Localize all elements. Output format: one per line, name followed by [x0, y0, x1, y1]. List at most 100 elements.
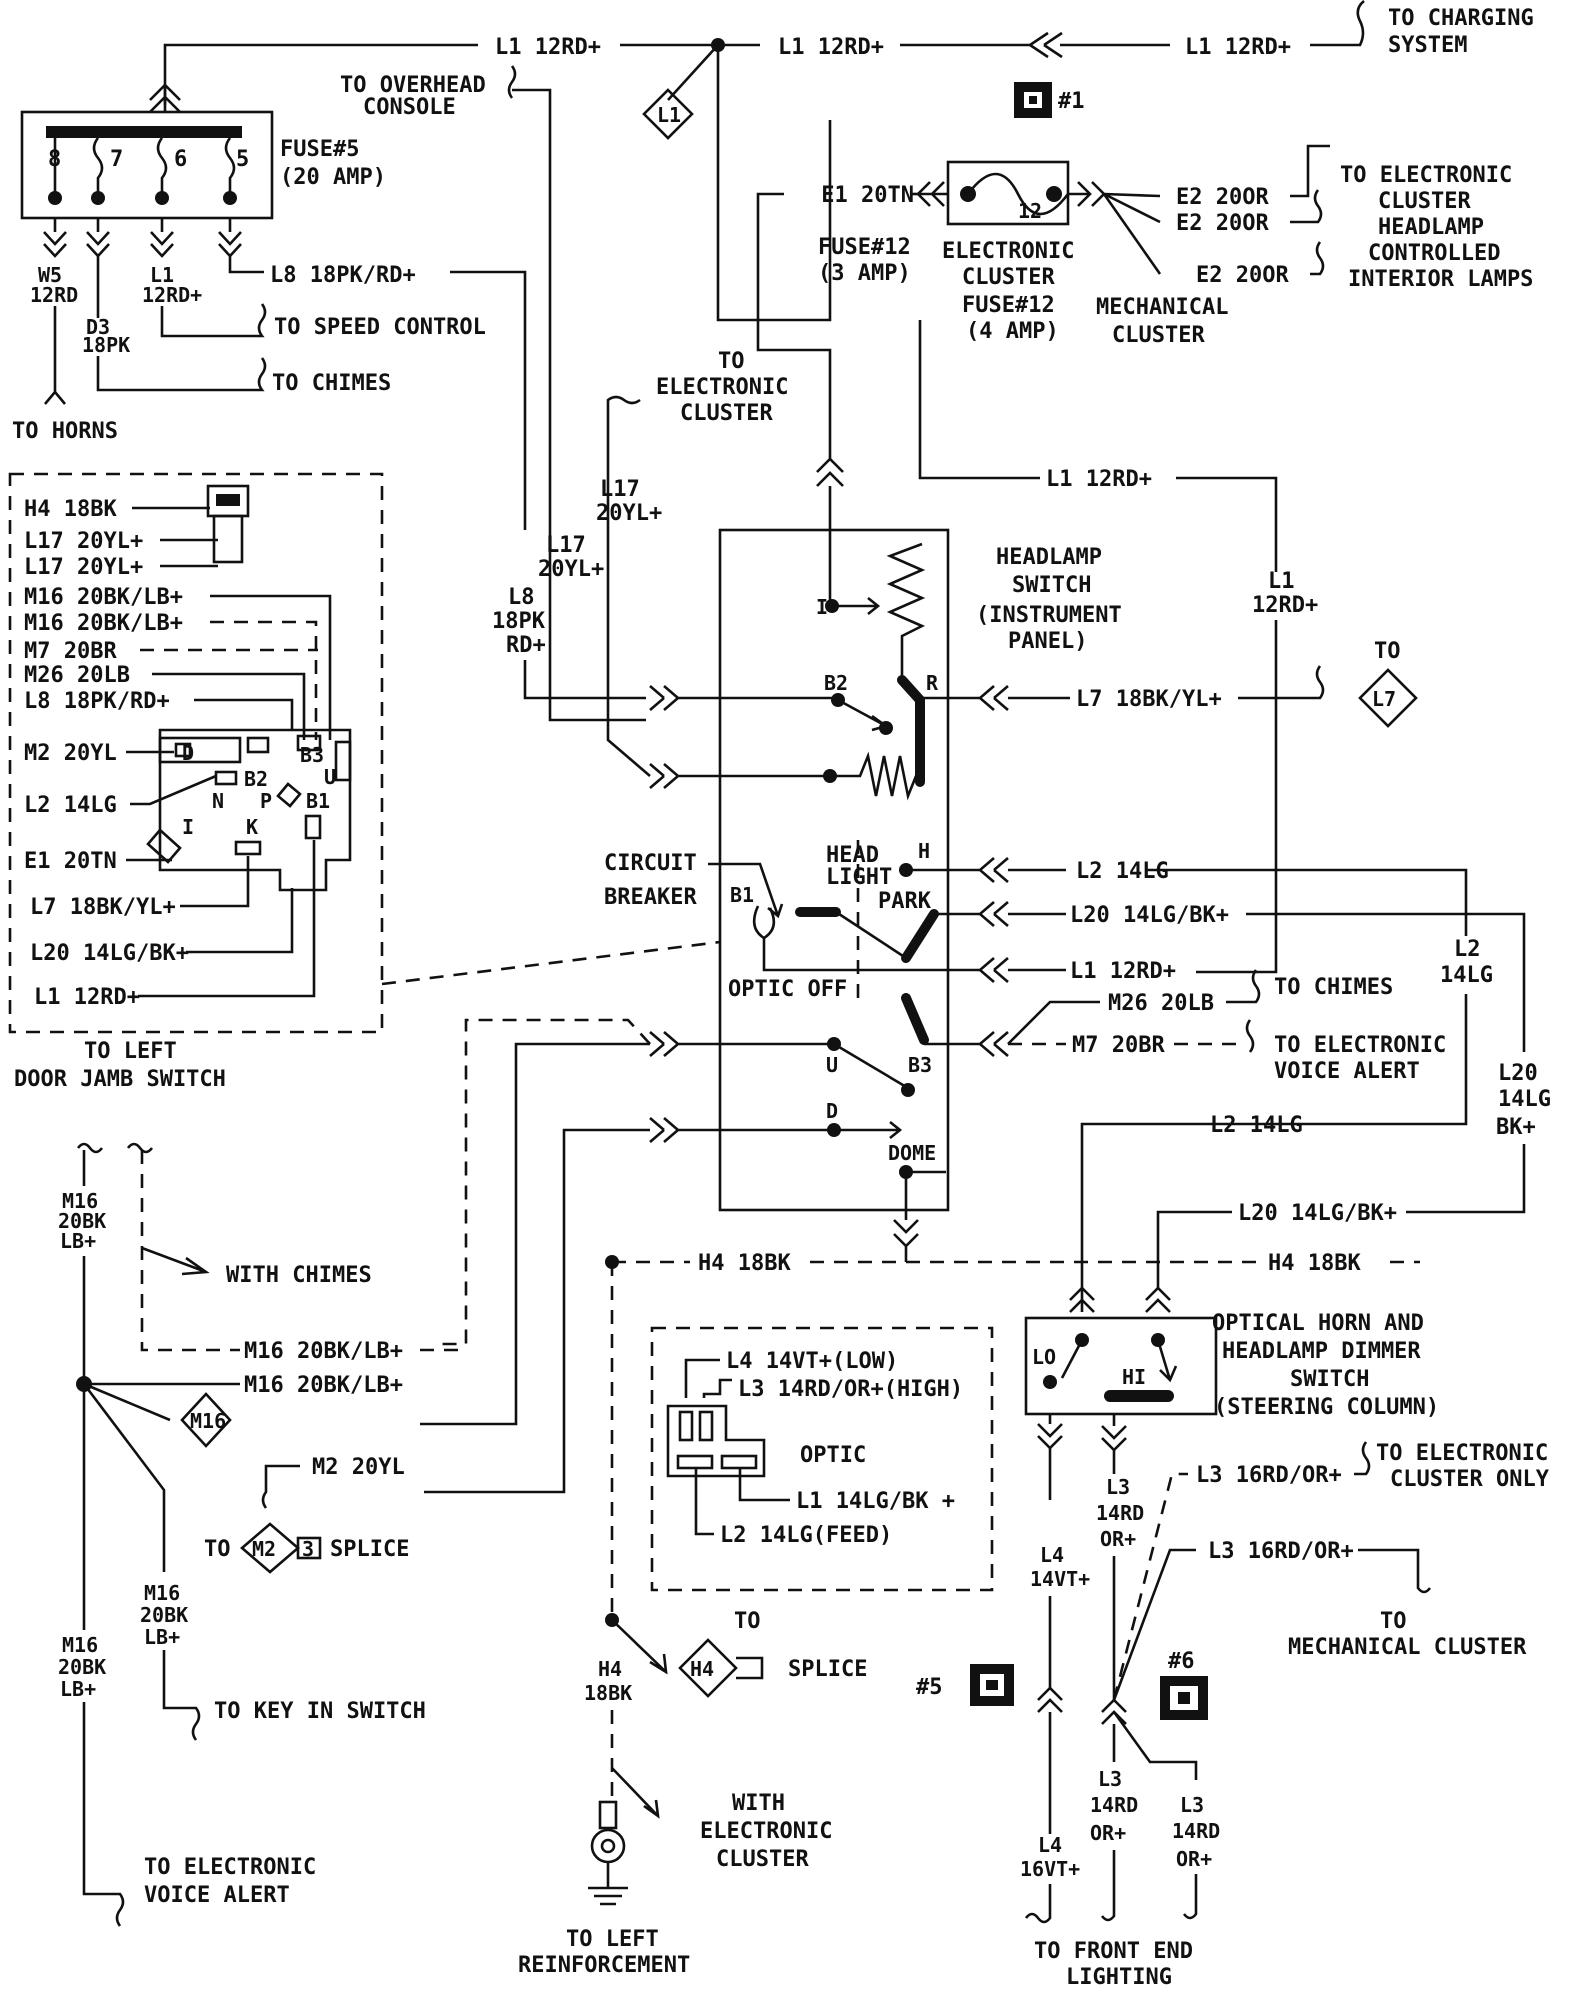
m16-diamond-label: M16	[190, 1409, 226, 1433]
l20-v-label-1: L20	[1498, 1061, 1538, 1086]
l8-fuse-label: L8 18PK/RD+	[270, 263, 416, 288]
fuse-5-outputs: W5 12RD TO HORNS D3 18PK TO CHIMES L1 12…	[12, 218, 527, 530]
to-ec-only-label-2: CLUSTER ONLY	[1390, 1467, 1550, 1492]
to-eva-label-2: VOICE ALERT	[1274, 1059, 1420, 1084]
m7-label: M7 20BR	[1072, 1033, 1165, 1058]
l2-v-label-1: L2	[1454, 937, 1481, 962]
to-ec-only-label-1: TO ELECTRONIC	[1376, 1441, 1548, 1466]
m16-h1-label: M16 20BK/LB+	[244, 1339, 403, 1364]
l1-diamond-label: L1	[657, 103, 681, 127]
e2-label-3: E2 20OR	[1196, 263, 1289, 288]
conn-e1-label: E1 20TN	[24, 849, 117, 874]
ohd-label-1: OPTICAL HORN AND	[1212, 1311, 1424, 1336]
fuse5-cavity-5: 5	[236, 147, 249, 172]
m16-c-label-1: M16	[62, 1633, 98, 1657]
to-speed-control-label: TO SPEED CONTROL	[274, 315, 486, 340]
to-ec-label-5: INTERIOR LAMPS	[1348, 267, 1533, 292]
conn-m7-label: M7 20BR	[24, 639, 117, 664]
l17-b-label-1: L17	[546, 533, 586, 558]
fuse12-label-1: FUSE#12	[818, 235, 911, 260]
h4-v-label-1: H4	[598, 1657, 622, 1681]
l1-mid-wire: L1 12RD+ L1 12RD+	[918, 320, 1318, 974]
conn-m16a-label: M16 20BK/LB+	[24, 585, 183, 610]
optic-title: OPTIC	[800, 1443, 866, 1468]
connector-1-label: #1	[1058, 89, 1085, 114]
to-overhead-label-1: TO OVERHEAD	[340, 73, 486, 98]
m16-c-label-2: 20BK	[58, 1655, 106, 1679]
ohd-label-3: SWITCH	[1290, 1367, 1369, 1392]
l17-b-label-2: 20YL+	[538, 557, 604, 582]
pin-b3-label: B3	[908, 1053, 932, 1077]
pin-d-label: D	[826, 1099, 838, 1123]
fuse5-amp: (20 AMP)	[280, 165, 386, 190]
l1-top-mid-label: L1 12RD+	[778, 35, 884, 60]
to-mc-label-2: MECHANICAL CLUSTER	[1288, 1635, 1527, 1660]
to-charging-label-1: TO CHARGING	[1388, 6, 1534, 31]
l3-b2-label-3: OR+	[1176, 1847, 1212, 1871]
to-ec-label-1: TO ELECTRONIC	[1340, 163, 1512, 188]
l3-v-label-3: OR+	[1100, 1527, 1136, 1551]
m2-number: 3	[302, 1537, 314, 1561]
m16-c-label-3: LB+	[60, 1677, 96, 1701]
cpin-u-label: U	[324, 765, 336, 789]
l20-v-label-3: BK+	[1496, 1115, 1536, 1140]
to-charging-label-2: SYSTEM	[1388, 33, 1467, 58]
to-horns-label: TO HORNS	[12, 419, 118, 444]
with-ec-label-3: CLUSTER	[716, 1847, 809, 1872]
to-h4-label: TO	[734, 1609, 761, 1634]
with-ec-label-1: WITH	[732, 1791, 785, 1816]
l3-v-label-2: 14RD	[1096, 1501, 1144, 1525]
to-ldj-label-1: TO LEFT	[84, 1039, 177, 1064]
l7-diamond-label: L7	[1372, 687, 1396, 711]
optic-l2-label: L2 14LG(FEED)	[720, 1523, 892, 1548]
l20-v-label-2: 14LG	[1498, 1087, 1551, 1112]
pin-b2-label: B2	[824, 671, 848, 695]
m16-splice: M16 20BK LB+ WITH CHIMES M16 20BK/LB+ M1…	[58, 1142, 466, 1927]
m16-left-label-2: 20BK	[58, 1209, 106, 1233]
l8-v-label-3: RD+	[506, 633, 546, 658]
pin-b1-label: B1	[730, 883, 754, 907]
optic-l1-label: L1 14LG/BK +	[796, 1489, 955, 1514]
e2-label-2: E2 20OR	[1176, 211, 1269, 236]
to-chimes-top-label: TO CHIMES	[272, 371, 391, 396]
to-lr-label-2: REINFORCEMENT	[518, 1953, 690, 1978]
l3-ec-label: L3 16RD/OR+	[1196, 1463, 1342, 1488]
m2-wire-label: M2 20YL	[312, 1455, 405, 1480]
head-label-1: HEAD	[826, 843, 879, 868]
l1-top-left-label: L1 12RD+	[495, 35, 601, 60]
headlamp-switch-label-4: PANEL)	[1008, 629, 1087, 654]
to-ldj-label-2: DOOR JAMB SWITCH	[14, 1067, 226, 1092]
m16-b-label-1: M16	[144, 1581, 180, 1605]
e2-label-1: E2 20OR	[1176, 185, 1269, 210]
ohd-label-4: (STEERING COLUMN)	[1214, 1395, 1439, 1420]
connector-5-label: #5	[916, 1675, 943, 1700]
w5-label-2: 12RD	[30, 283, 78, 307]
headlamp-switch-label-2: SWITCH	[1012, 573, 1091, 598]
l1-top-right-label: L1 12RD+	[1185, 35, 1291, 60]
to-fel-label-2: LIGHTING	[1066, 1965, 1172, 1990]
l1-right-h-label: L1 12RD+	[1070, 959, 1176, 984]
connector-5-icon: #5	[916, 1664, 1014, 1706]
dimmer-switch: LO HI OPTICAL HORN AND HEADLAMP DIMMER S…	[1020, 1286, 1550, 1990]
cpin-p-label: P	[260, 789, 272, 813]
m16-b-label-3: LB+	[144, 1625, 180, 1649]
h4-left-label: H4 18BK	[698, 1251, 791, 1276]
with-ec-label-2: ELECTRONIC	[700, 1819, 832, 1844]
park-label: PARK	[878, 889, 932, 914]
cpin-n-label: N	[212, 789, 224, 813]
m16-left-label-3: LB+	[60, 1229, 96, 1253]
headlamp-switch-label-1: HEADLAMP	[996, 545, 1102, 570]
l17-a-label-2: 20YL+	[596, 501, 662, 526]
l4-b-label-1: L4	[1038, 1833, 1062, 1857]
optic-off-label: OPTIC OFF	[728, 977, 847, 1002]
door-jamb-connector-box: H4 18BK L17 20YL+ L17 20YL+ M16 20BK/LB+…	[8, 472, 721, 1092]
l3-v-label-1: L3	[1106, 1475, 1130, 1499]
l1-top-bus: L1 12RD+ L1 12RD+ L1 12RD+ TO CHARGING S…	[163, 0, 1534, 322]
h4-splice-label: SPLICE	[788, 1657, 867, 1682]
pin-u-label: U	[826, 1053, 838, 1077]
conn-l17b-label: L17 20YL+	[24, 555, 143, 580]
mech-cluster-label-1: MECHANICAL	[1096, 295, 1228, 320]
to-ec-top-label-1: TO	[718, 349, 745, 374]
pin-r-label: R	[926, 671, 939, 695]
